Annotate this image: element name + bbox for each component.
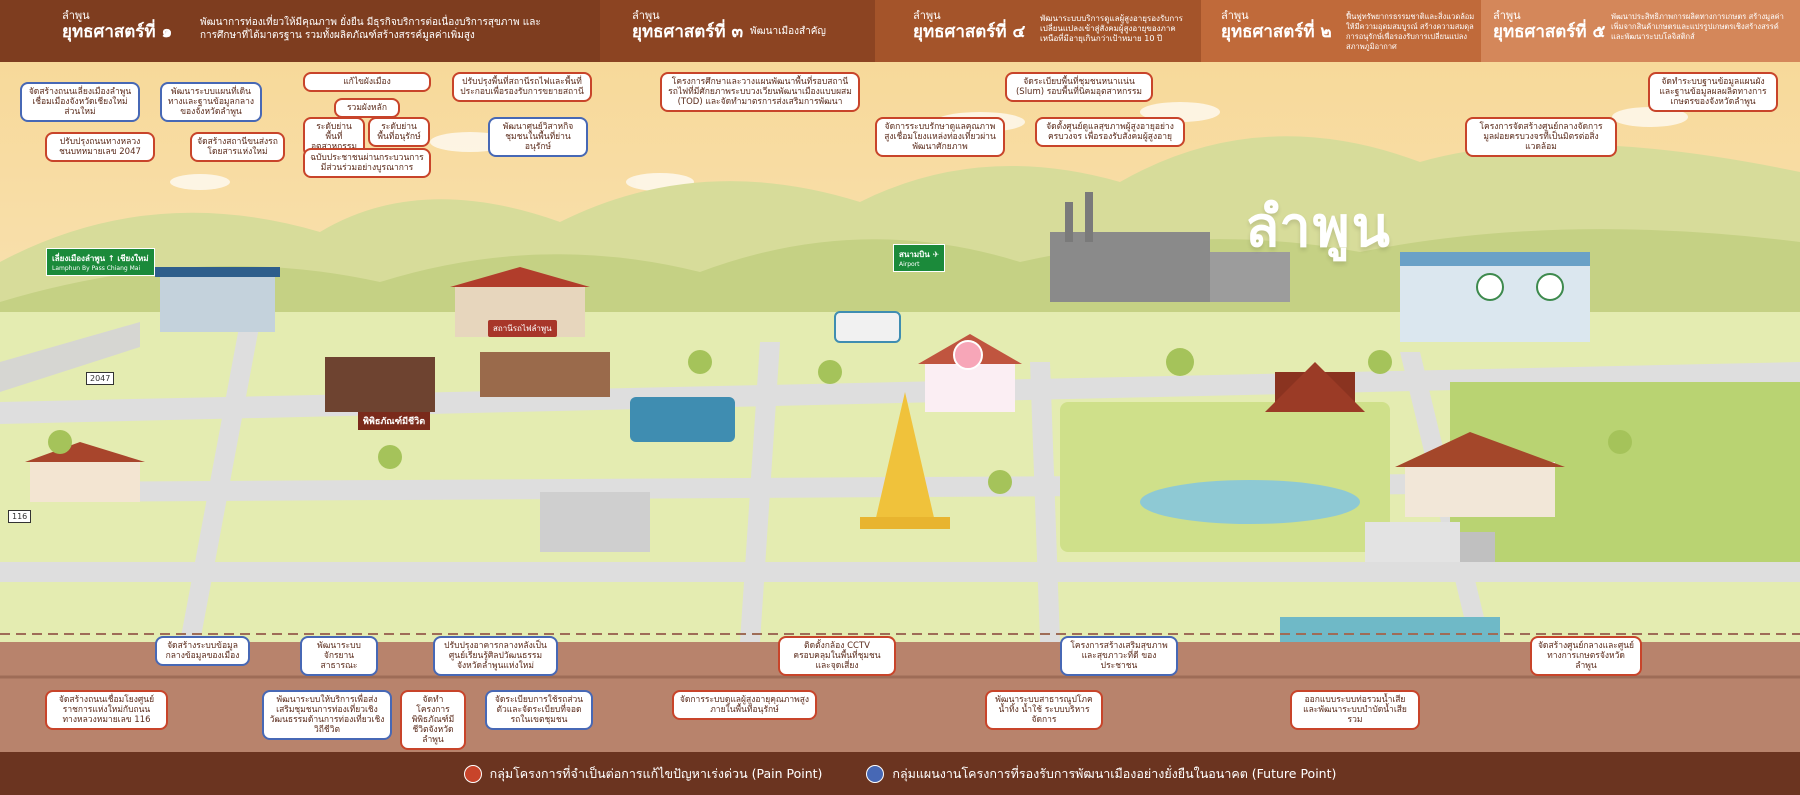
project-tag: จัดสร้างสถานีขนส่งรถโดยสารแห่งใหม่	[190, 132, 285, 162]
trees	[48, 348, 1632, 494]
airport-sign: สนามบิน ✈ Airport	[893, 244, 946, 272]
project-tag: พัฒนาระบบสาธารณูปโภค น้ำทิ้ง น้ำใช้ ระบบ…	[985, 690, 1103, 730]
strategy-3-label: ลำพูน	[632, 9, 660, 22]
project-tag: ออกแบบระบบท่อรวมน้ำเสียและพัฒนาระบบบำบัด…	[1290, 690, 1420, 730]
project-tag: โครงการจัดสร้างศูนย์กลางจัดการมูลฝอยครบว…	[1465, 117, 1617, 157]
project-tag: ปรับปรุงพื้นที่สถานีรถไฟและพื้นที่ประกอบ…	[452, 72, 592, 102]
airport-sign-label: สนามบิน ✈	[899, 250, 940, 259]
strategy-1-desc: พัฒนาการท่องเที่ยวให้มีคุณภาพ ยั่งยืน มี…	[200, 17, 541, 41]
project-tag: จัดระเบียบพื้นที่ชุมชนหนาแน่น (Slum) รอบ…	[1005, 72, 1153, 102]
city-illustration: ลำพูน เลี่ยงเมืองลำพูน ↑ เชียงใหม่ Lamph…	[0, 62, 1800, 752]
project-tag: ปรับปรุงถนนทางหลวงชนบทหมายเลข 2047	[45, 132, 155, 162]
project-tag: พัฒนาศูนย์วิสาหกิจชุมชนในพื้นที่ย่านอนุร…	[488, 117, 588, 157]
project-tag: จัดสร้างศูนย์กลางและศูนย์ทางการเกษตรจังห…	[1530, 636, 1642, 676]
strategy-3-desc: พัฒนาเมืองสำคัญ	[750, 26, 826, 37]
strategy-4-header: ลำพูน ยุทธศาสตร์ที่ ๔ พัฒนาระบบบริการดูแ…	[875, 0, 1201, 62]
project-tag: ระดับย่านพื้นที่อนุรักษ์	[368, 117, 430, 147]
project-tag: พัฒนาระบบจักรยานสาธารณะ	[300, 636, 378, 676]
museum-sign: พิพิธภัณฑ์มีชีวิต	[358, 412, 431, 430]
strategy-5-title: ยุทธศาสตร์ที่ ๕	[1493, 22, 1606, 42]
strategy-2-title: ยุทธศาสตร์ที่ ๒	[1221, 22, 1332, 42]
project-tag: แก้ไขผังเมือง	[303, 72, 431, 92]
legend-future-label: กลุ่มแผนงานโครงการที่รองรับการพัฒนาเมือง…	[892, 765, 1337, 781]
strategy-2-label: ลำพูน	[1221, 9, 1249, 22]
strategy-4-desc: พัฒนาระบบบริการดูแลผู้สูงอายุรองรับการเป…	[1040, 14, 1183, 43]
project-tag: รวมผังหลัก	[334, 98, 400, 118]
project-tag: จัดทำโครงการพิพิธภัณฑ์มีชีวิตจังหวัดลำพู…	[400, 690, 466, 750]
project-tag: จัดการระบบดูแลผู้สูงอายุคุณภาพสูงภายในพื…	[672, 690, 817, 720]
strategy-3-header: ลำพูน ยุทธศาสตร์ที่ ๓ พัฒนาเมืองสำคัญ	[600, 0, 875, 62]
project-tag: พัฒนาระบบให้บริการเพื่อส่งเสริมชุมชนการท…	[262, 690, 392, 740]
strategy-5-header: ลำพูน ยุทธศาสตร์ที่ ๕ พัฒนาประสิทธิภาพกา…	[1481, 0, 1800, 62]
project-tag: ปรับปรุงอาคารกลางหลังเป็นศูนย์เรียนรู้ศิ…	[433, 636, 558, 676]
city-name-title: ลำพูน	[1245, 195, 1392, 260]
pain-point-dot	[463, 764, 482, 783]
project-tag: จัดตั้งศูนย์ดูแลสุขภาพผู้สูงอายุอย่างครบ…	[1035, 117, 1185, 147]
project-tag: โครงการศึกษาและวางแผนพัฒนาพื้นที่รอบสถาน…	[660, 72, 860, 112]
city-background	[0, 62, 1800, 752]
legend-bar: กลุ่มโครงการที่จำเป็นต่อการแก้ไขปัญหาเร่…	[0, 752, 1800, 795]
project-tag: จัดสร้างระบบข้อมูลกลางข้อมูลของเมือง	[155, 636, 250, 666]
route-116-marker: 116	[8, 510, 32, 523]
route-2047-marker: 2047	[86, 372, 115, 385]
airport-sign-label-en: Airport	[899, 261, 920, 268]
project-tag: จัดสร้างถนนเชื่อมโยงศูนย์ราชการแห่งใหม่ก…	[45, 690, 168, 730]
road-sign: เลี่ยงเมืองลำพูน ↑ เชียงใหม่ Lamphun By …	[46, 248, 155, 276]
project-tag: จัดสร้างถนนเลี่ยงเมืองลำพูน เชื่อมเมืองจ…	[20, 82, 140, 122]
strategy-2-header: ลำพูน ยุทธศาสตร์ที่ ๒ ฟื้นฟูทรัพยากรธรรม…	[1201, 0, 1481, 62]
strategy-3-title: ยุทธศาสตร์ที่ ๓	[632, 22, 744, 42]
strategy-5-label: ลำพูน	[1493, 9, 1521, 22]
strategy-5-desc: พัฒนาประสิทธิภาพการผลิตทางการเกษตร สร้าง…	[1611, 12, 1784, 41]
future-point-dot	[866, 764, 885, 783]
project-tag: จัดทำระบบฐานข้อมูลแผนผังและฐานข้อมูลผลผล…	[1648, 72, 1778, 112]
road-sign-label-en: Lamphun By Pass Chiang Mai	[52, 265, 141, 272]
legend-pain-label: กลุ่มโครงการที่จำเป็นต่อการแก้ไขปัญหาเร่…	[489, 765, 823, 781]
strategy-1-header: ลำพูน ยุทธศาสตร์ที่ ๑ พัฒนาการท่องเที่ยว…	[0, 0, 600, 62]
project-tag: จัดระเบียบการใช้รถส่วนตัวและจัดระเบียบที…	[485, 690, 593, 730]
strategy-4-title: ยุทธศาสตร์ที่ ๔	[913, 22, 1026, 42]
project-tag: พัฒนาระบบแผนที่เดินทางและฐานข้อมูลกลางขอ…	[160, 82, 262, 122]
project-tag: โครงการสร้างเสริมสุขภาพและสุขภาวะที่ดี ข…	[1060, 636, 1178, 676]
road-sign-label: เลี่ยงเมืองลำพูน ↑ เชียงใหม่	[52, 254, 149, 263]
strategy-1-title: ยุทธศาสตร์ที่ ๑	[62, 22, 173, 42]
strategy-2-desc: ฟื้นฟูทรัพยากรธรรมชาติและสิ่งแวดล้อมให้ม…	[1346, 12, 1475, 51]
strategy-header: ลำพูน ยุทธศาสตร์ที่ ๑ พัฒนาการท่องเที่ยว…	[0, 0, 1800, 62]
station-sign: สถานีรถไฟลำพูน	[488, 320, 557, 337]
project-tag: จัดการระบบรักษาดูแลคุณภาพสูงเชื่อมโยงแหล…	[875, 117, 1005, 157]
strategy-1-label: ลำพูน	[62, 9, 90, 22]
strategy-4-label: ลำพูน	[913, 9, 941, 22]
legend-pain-point: กลุ่มโครงการที่จำเป็นต่อการแก้ไขปัญหาเร่…	[463, 764, 823, 784]
project-tag: ฉบับประชาชนผ่านกระบวนการมีส่วนร่วมอย่างบ…	[303, 148, 431, 178]
project-tag: ติดตั้งกล้อง CCTV ครอบคลุมในพื้นที่ชุมชน…	[778, 636, 896, 676]
legend-future-point: กลุ่มแผนงานโครงการที่รองรับการพัฒนาเมือง…	[866, 764, 1336, 784]
